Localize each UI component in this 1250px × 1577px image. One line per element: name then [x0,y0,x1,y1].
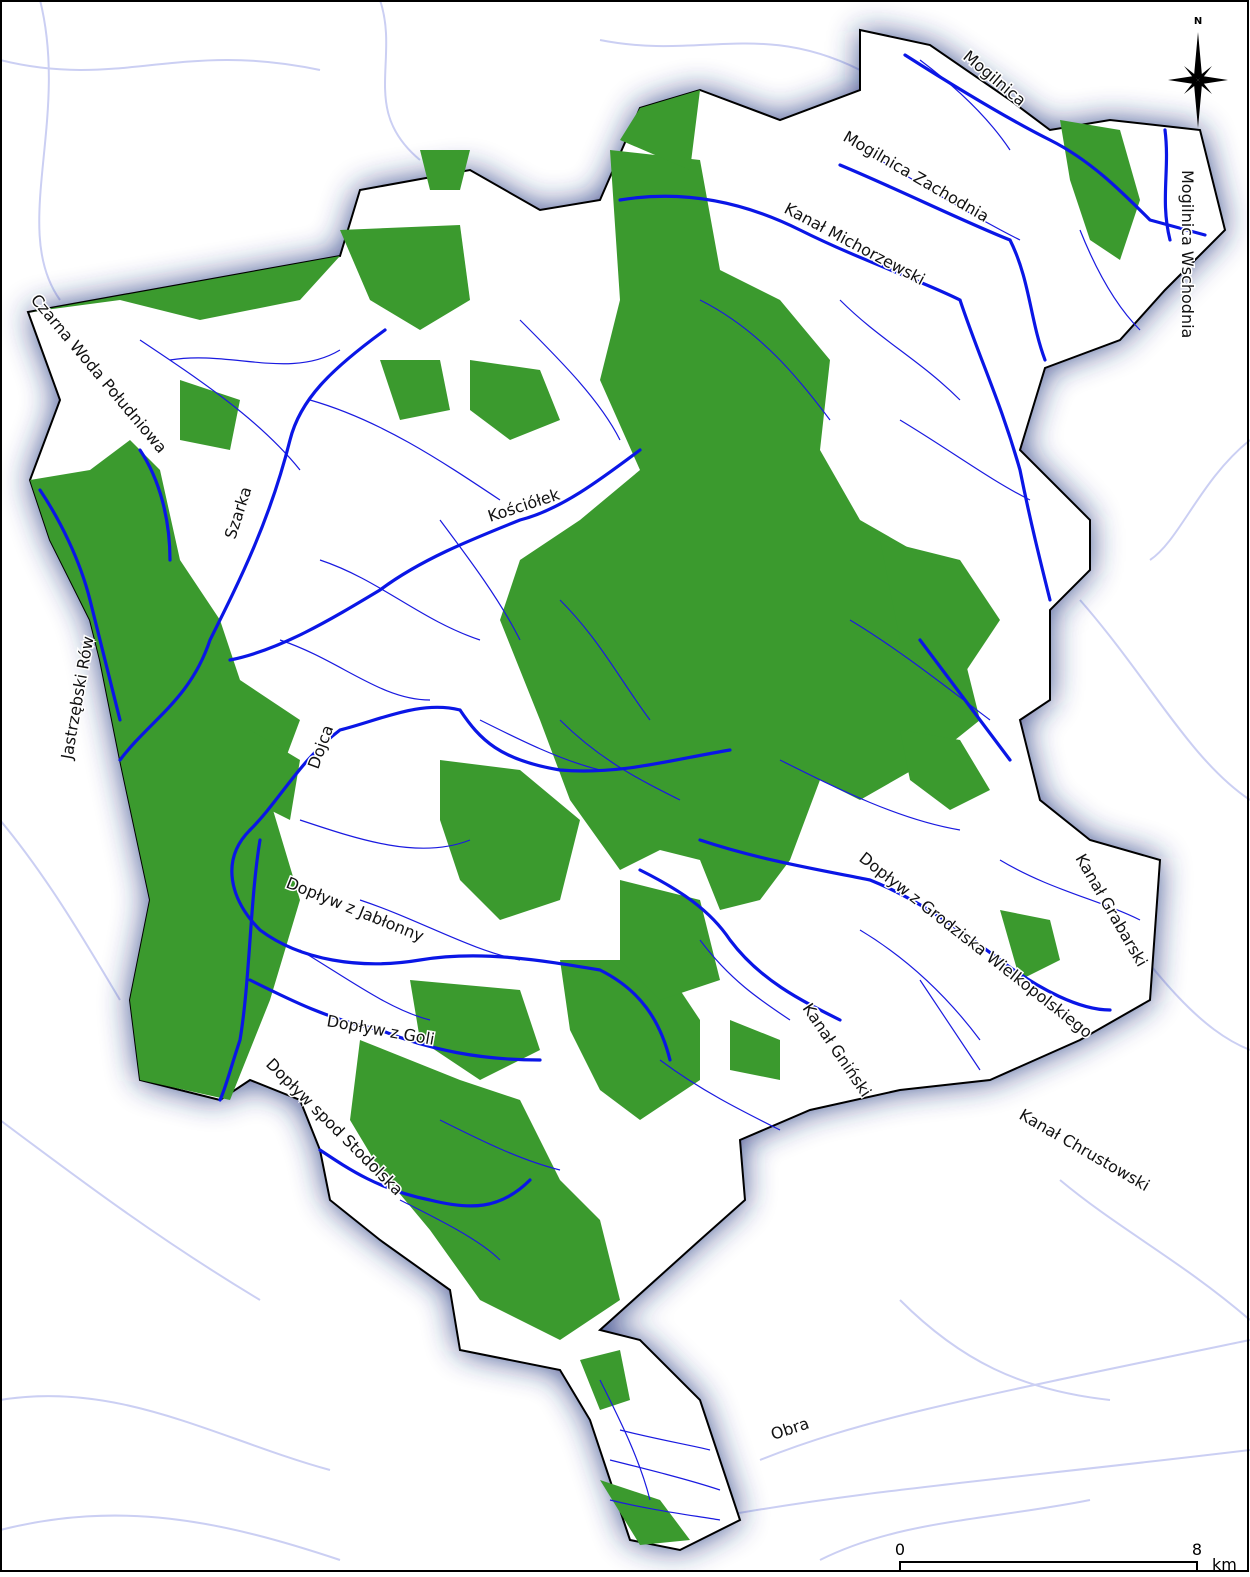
river-szarka [118,328,387,762]
forest-areas [30,90,1140,1545]
scale-start: 0 [895,1540,905,1559]
label-jastrzebski-row: Jastrzębski Rów [57,635,98,762]
river-mogilnica-wschodnia [1163,128,1172,242]
minor-streams [139,59,1141,1521]
river-grodzisk [698,838,1112,1012]
river-koscio [228,448,642,662]
river-goli [248,978,542,1062]
river-stodolska [318,1148,532,1208]
river-jastrzebski [38,488,122,722]
scale-bar: 0 8 km [895,1540,1237,1574]
label-mogilnica-wschodnia: Mogilnica Wschodnia [1178,170,1197,338]
north-letter: N [1194,16,1202,27]
scale-unit: km [1212,1555,1237,1572]
label-kanal-chrustowski: Kanał Chrustowski [1016,1105,1153,1195]
river-west [218,838,262,1102]
river-gninski [638,868,842,1022]
river-mogilnica-zachodnia [838,163,1047,362]
river-czarna-woda [138,448,172,562]
river-dojca-east [458,708,732,773]
label-obra: Obra [768,1414,811,1444]
river-dojca [248,705,462,832]
main-rivers [38,53,1207,1208]
compass-star-icon [1168,32,1228,128]
north-arrow: N [1168,16,1228,128]
scale-end: 8 [1192,1540,1202,1559]
river-mogilnica [903,53,1207,237]
river-grabarski [918,638,1012,762]
river-jablonna [230,828,672,1062]
river-michorzewski [618,194,1052,602]
